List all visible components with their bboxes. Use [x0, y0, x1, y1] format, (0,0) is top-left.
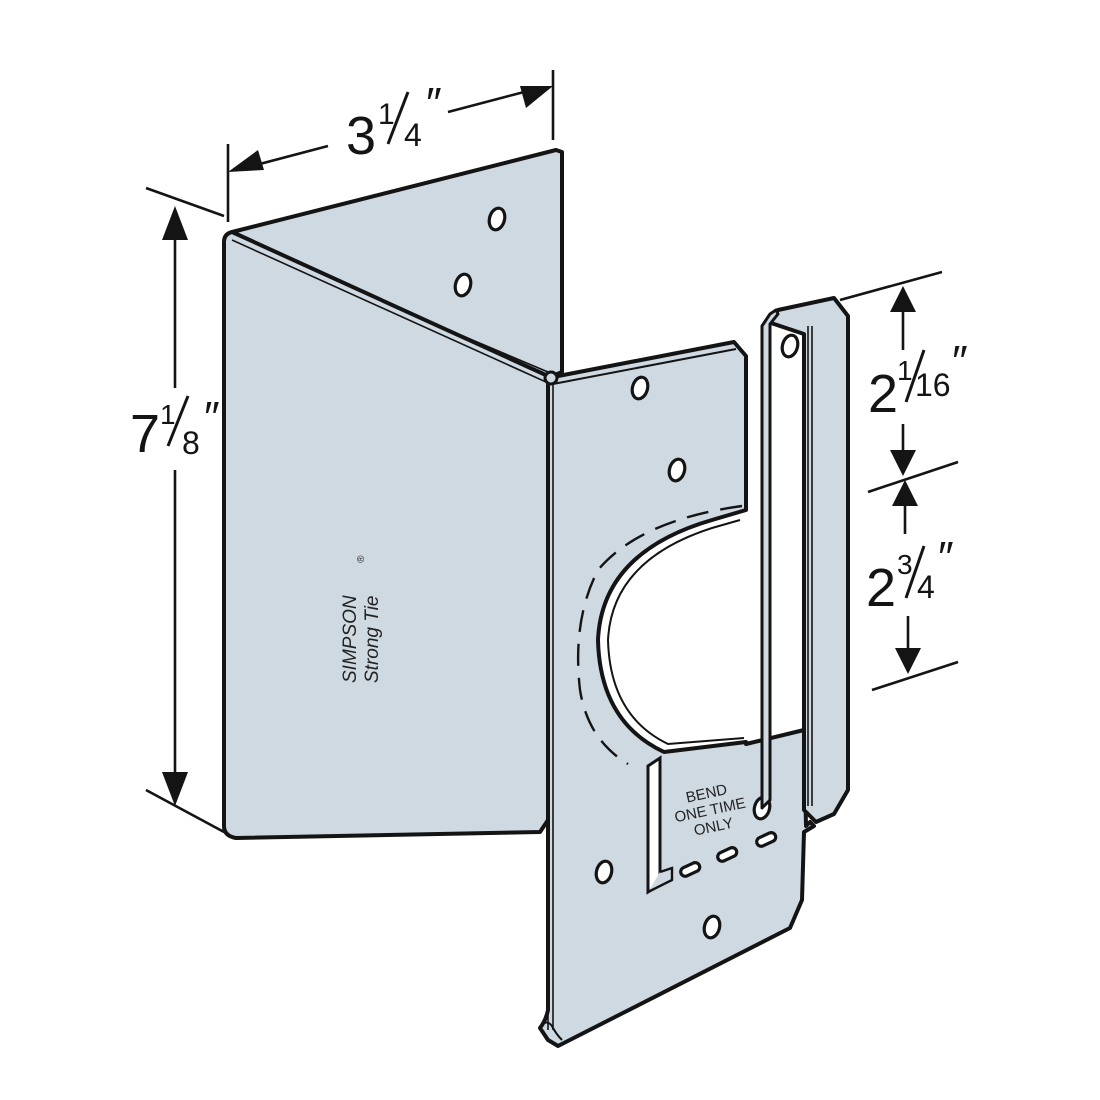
strap-upper-whole: 2: [868, 364, 898, 424]
dimension-width: 3 1 4 ″: [226, 70, 555, 222]
width-unit: ″: [424, 79, 441, 128]
height-whole: 7: [130, 404, 160, 464]
dimension-strap-lower: 2 3 4 ″: [866, 480, 959, 692]
bend-slit: [646, 755, 662, 895]
bend-slot: [755, 831, 778, 848]
dimension-height: 7 1 8 ″: [130, 186, 225, 834]
registered-mark: ®: [356, 555, 367, 563]
fastener-hole: [453, 272, 473, 298]
strap-lower-den: 4: [917, 569, 935, 605]
strap-lower-num: 3: [897, 549, 913, 580]
brand-line-1: SIMPSON: [340, 595, 361, 683]
strap-tab: [760, 296, 850, 824]
right-face: [538, 340, 816, 1048]
fastener-hole: [780, 333, 800, 359]
dimension-strap-upper: 2 1 16 ″: [839, 270, 967, 494]
brand-line-2: Strong Tie: [362, 596, 383, 684]
strap-upper-num: 1: [897, 355, 913, 386]
width-den: 4: [404, 117, 422, 153]
fastener-hole: [667, 457, 687, 483]
height-num: 1: [160, 399, 176, 430]
width-whole: 3: [346, 106, 376, 166]
fastener-hole: [630, 375, 650, 401]
left-face: [222, 230, 550, 840]
fastener-hole: [594, 859, 614, 885]
strap-lower-unit: ″: [936, 533, 953, 582]
bend-slot: [679, 861, 702, 878]
fastener-hole: [702, 914, 722, 940]
bend-slot: [716, 846, 739, 863]
strap-upper-den: 16: [915, 367, 951, 403]
strap-lower-whole: 2: [866, 558, 896, 618]
height-unit: ″: [202, 393, 219, 442]
height-den: 8: [182, 425, 200, 461]
fastener-hole: [487, 206, 507, 232]
strap-upper-unit: ″: [950, 337, 967, 386]
width-num: 1: [378, 98, 395, 131]
brand-stamp: SIMPSON Strong Tie ®: [340, 555, 383, 683]
